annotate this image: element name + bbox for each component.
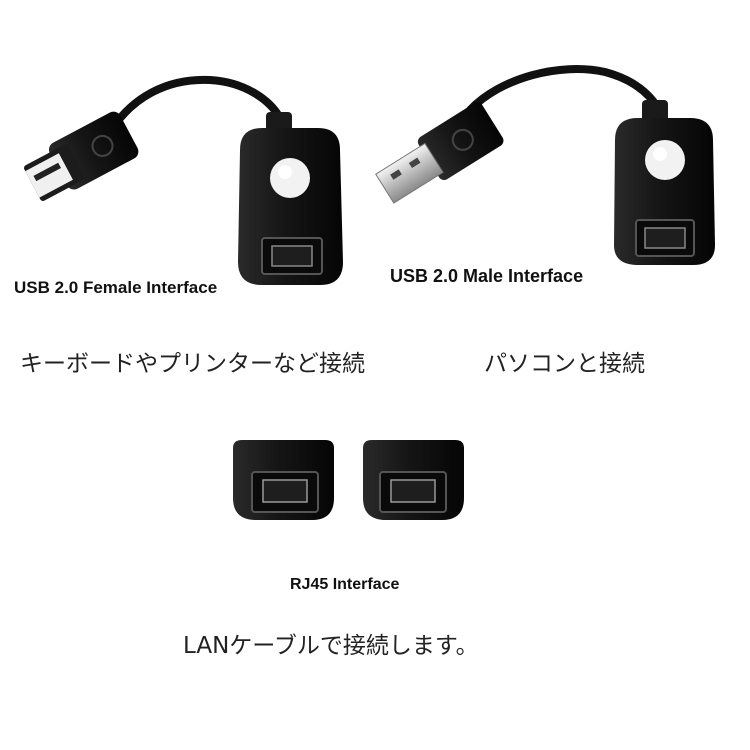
rj45-port-left — [233, 440, 334, 520]
lan-description: LANケーブルで接続します。 — [183, 633, 479, 659]
usb-female-caption: USB 2.0 Female Interface — [14, 278, 218, 297]
pc-description: パソコンと接続 — [484, 351, 645, 377]
usb-male-adapter — [375, 65, 715, 265]
rj45-caption: RJ45 Interface — [290, 576, 400, 593]
usb-male-caption: USB 2.0 Male Interface — [390, 266, 584, 286]
keyboard-printer-description: キーボードやプリンターなど接続 — [20, 351, 365, 377]
usb-female-adapter — [24, 75, 343, 285]
rj45-port-right — [363, 440, 464, 520]
